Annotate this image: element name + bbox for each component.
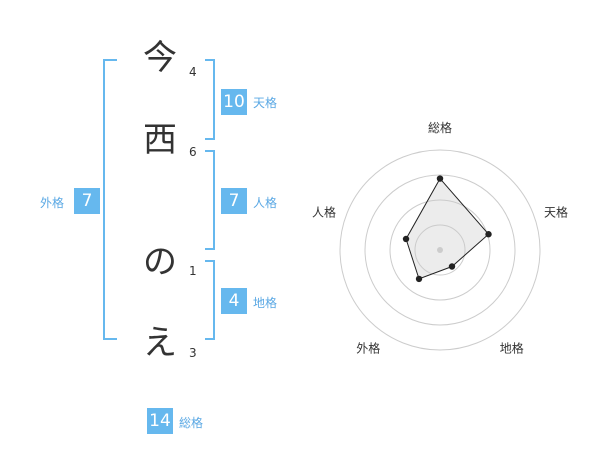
radar-point-3 [448, 263, 456, 270]
soukaku-label: 総格 [179, 416, 204, 430]
stroke-count-3: 1 [189, 264, 197, 278]
name-char-2: 西 [143, 120, 177, 160]
tenkaku-value: 10 [221, 89, 247, 115]
radar-point-5 [402, 235, 410, 243]
radar-axis-label-5: 人格 [312, 204, 336, 219]
radar-grid-ring-2 [389, 199, 491, 301]
chikaku-label: 地格 [253, 296, 278, 310]
gaikaku-bracket [103, 59, 117, 340]
radar-axis-label-1: 総格 [428, 120, 452, 135]
tenkaku-label: 天格 [253, 96, 278, 110]
radar-axis-label-3: 地格 [500, 341, 524, 356]
soukaku-value: 14 [147, 408, 173, 434]
stroke-count-2: 6 [189, 145, 197, 159]
tenkaku-bracket [205, 59, 215, 140]
jinkaku-bracket [205, 150, 215, 250]
name-char-3: の [143, 242, 177, 282]
gaikaku-label: 外格 [40, 196, 65, 210]
chikaku-value: 4 [221, 288, 247, 314]
radar-axis-label-4: 外格 [356, 341, 380, 356]
radar-grid-ring-1 [414, 224, 466, 276]
stroke-count-1: 4 [189, 65, 197, 79]
radar-grid-ring-4 [339, 149, 541, 351]
jinkaku-value: 7 [221, 188, 247, 214]
radar-center [437, 247, 443, 253]
gaikaku-value: 7 [74, 188, 100, 214]
jinkaku-label: 人格 [253, 196, 278, 210]
radar-series-polygon [405, 177, 490, 280]
name-char-4: え [143, 323, 177, 363]
radar-point-4 [415, 275, 423, 283]
radar-grid-ring-3 [364, 174, 516, 326]
radar-point-1 [436, 175, 444, 182]
radar-point-2 [485, 231, 492, 238]
chikaku-bracket [205, 260, 215, 340]
stroke-count-4: 3 [189, 346, 197, 360]
radar-axis-label-2: 天格 [544, 204, 568, 219]
name-char-1: 今 [143, 38, 177, 78]
